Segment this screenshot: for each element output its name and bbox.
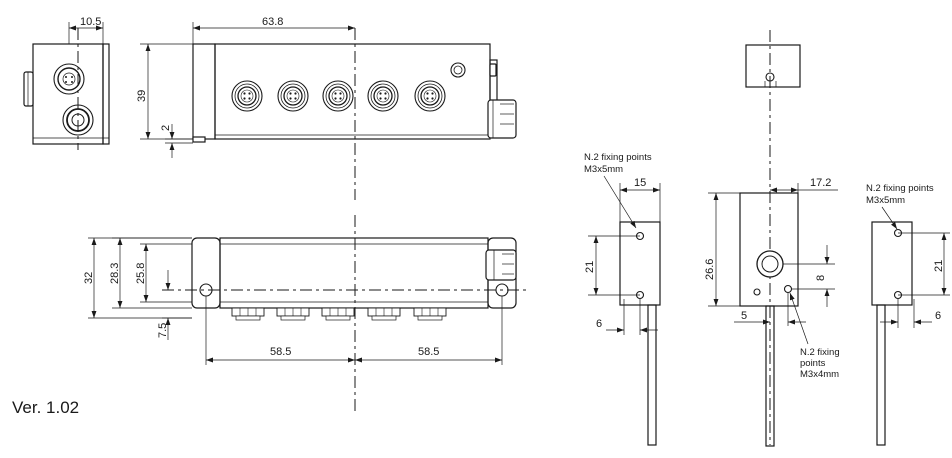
dim-6-right: 6	[935, 310, 941, 322]
dim-7-5: 7.5	[157, 323, 169, 338]
dim-32: 32	[83, 272, 95, 284]
plan-view: 32 28.3 25.8 7.5 58.5 58.5	[83, 215, 530, 415]
svg-text:M3x4mm: M3x4mm	[800, 369, 839, 380]
version-label: Ver. 1.02	[12, 398, 79, 417]
dim-17-2: 17.2	[810, 177, 831, 189]
dim-39: 39	[136, 90, 148, 102]
dim-63-8: 63.8	[262, 16, 283, 28]
mount-left-view: N.2 fixing points M3x5mm 15 21 6	[584, 152, 661, 446]
left-side-view: 10.5	[23, 16, 110, 150]
dim-25-8: 25.8	[135, 263, 147, 284]
dim-21-right: 21	[933, 260, 945, 272]
dim-58-5-right: 58.5	[418, 346, 439, 358]
dim-15: 15	[634, 177, 646, 189]
svg-text:N.2 fixing: N.2 fixing	[800, 347, 840, 358]
dim-8: 8	[815, 275, 827, 281]
dim-26-6: 26.6	[704, 259, 716, 280]
svg-text:N.2 fixing points: N.2 fixing points	[584, 152, 652, 163]
dim-2: 2	[160, 125, 172, 131]
dim-10-5: 10.5	[80, 16, 101, 28]
mount-center-view: 17.2 26.6 8 5 N.2 fixing points M3x4mm	[704, 30, 840, 447]
svg-text:points: points	[800, 358, 826, 369]
dim-58-5-left: 58.5	[270, 346, 291, 358]
dim-28-3: 28.3	[109, 263, 121, 284]
dim-5: 5	[741, 310, 747, 322]
svg-text:N.2 fixing points: N.2 fixing points	[866, 183, 934, 194]
mount-right-view: N.2 fixing points M3x5mm 21 6	[866, 183, 950, 446]
dim-6-left: 6	[596, 318, 602, 330]
front-view: 63.8 39 2	[136, 16, 517, 200]
svg-text:M3x5mm: M3x5mm	[584, 164, 623, 175]
dim-21-left: 21	[584, 261, 596, 273]
svg-text:M3x5mm: M3x5mm	[866, 195, 905, 206]
